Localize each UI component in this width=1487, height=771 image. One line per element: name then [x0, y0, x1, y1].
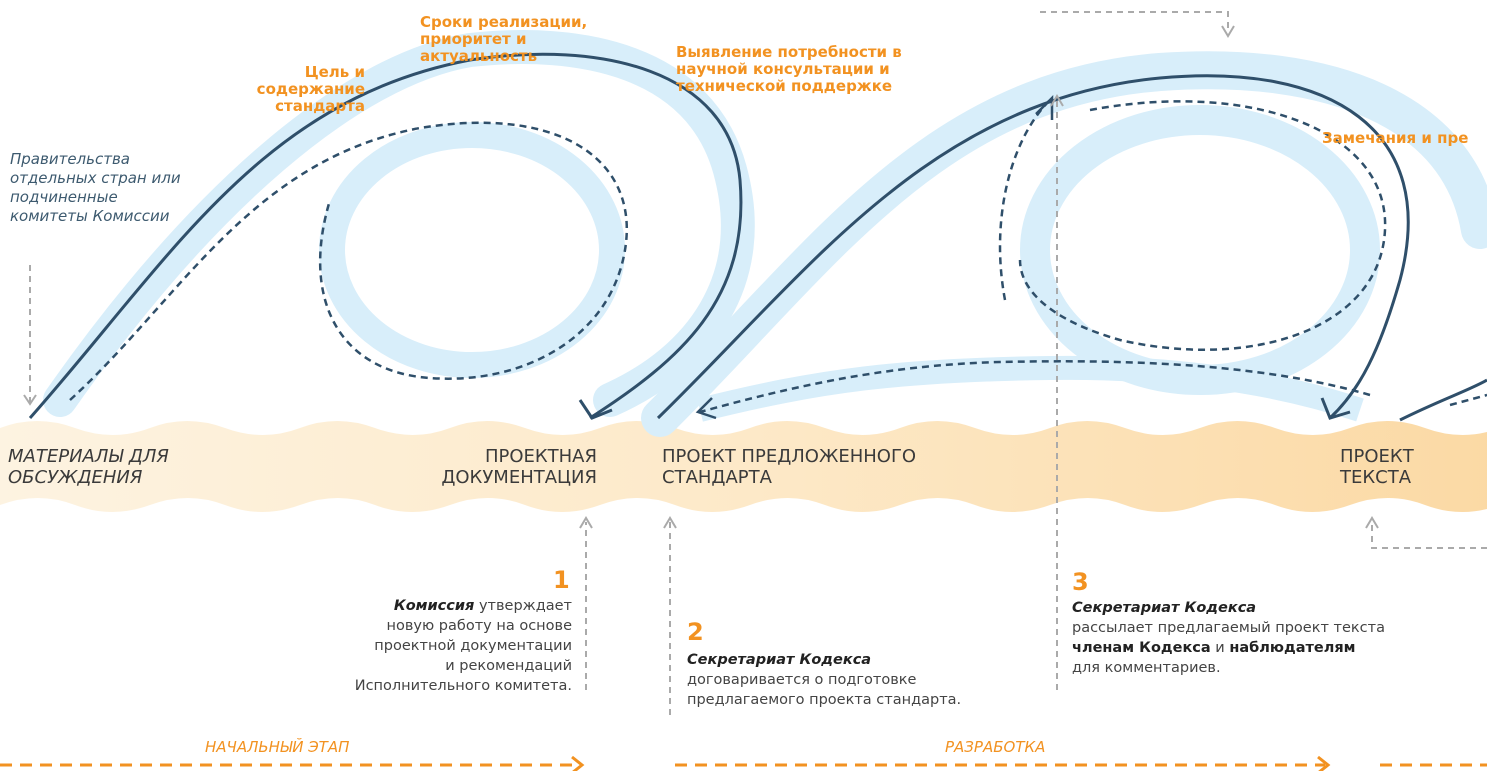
step-3-text: Секретариат Кодекса рассылает предлагаем… — [1072, 600, 1385, 676]
grey-connectors — [23, 11, 1487, 715]
stage-text-draft: ПРОЕКТ ТЕКСТА — [1340, 446, 1414, 488]
loop-2 — [641, 51, 1487, 437]
stage-proposed-standard: ПРОЕКТ ПРЕДЛОЖЕННОГО СТАНДАРТА — [662, 446, 917, 488]
step-2-number: 2 — [687, 618, 704, 646]
stage-project-docs: ПРОЕКТНАЯ ДОКУМЕНТАЦИЯ — [441, 446, 597, 488]
phase-development: РАЗРАБОТКА — [945, 738, 1046, 756]
step-1-text: Комиссия утверждает новую работу на осно… — [354, 598, 572, 694]
step-2-text: Секретариат Кодекса договаривается о под… — [687, 652, 962, 708]
step-1-actor: Комиссия — [393, 598, 475, 614]
step-2-actor: Секретариат Кодекса — [687, 652, 872, 668]
source-governments: Правительства отдельных стран или подчин… — [10, 150, 181, 225]
phase-arrows — [0, 755, 1487, 771]
step-3-number: 3 — [1072, 568, 1089, 596]
label-goal: Цель и содержание стандарта — [256, 63, 365, 115]
label-needs: Выявление потребности в научной консульт… — [676, 43, 902, 95]
step-1-number: 1 — [553, 566, 570, 594]
phase-initial: НАЧАЛЬНЫЙ ЭТАП — [205, 738, 350, 756]
loop-1 — [28, 30, 755, 420]
stage-materials: МАТЕРИАЛЫ ДЛЯ ОБСУЖДЕНИЯ — [8, 446, 169, 488]
label-timing: Сроки реализации, приоритет и актуальнос… — [420, 13, 588, 65]
stage-band — [0, 421, 1487, 512]
step-3-actor: Секретариат Кодекса — [1072, 600, 1257, 616]
label-comments: Замечания и пре — [1322, 129, 1469, 147]
